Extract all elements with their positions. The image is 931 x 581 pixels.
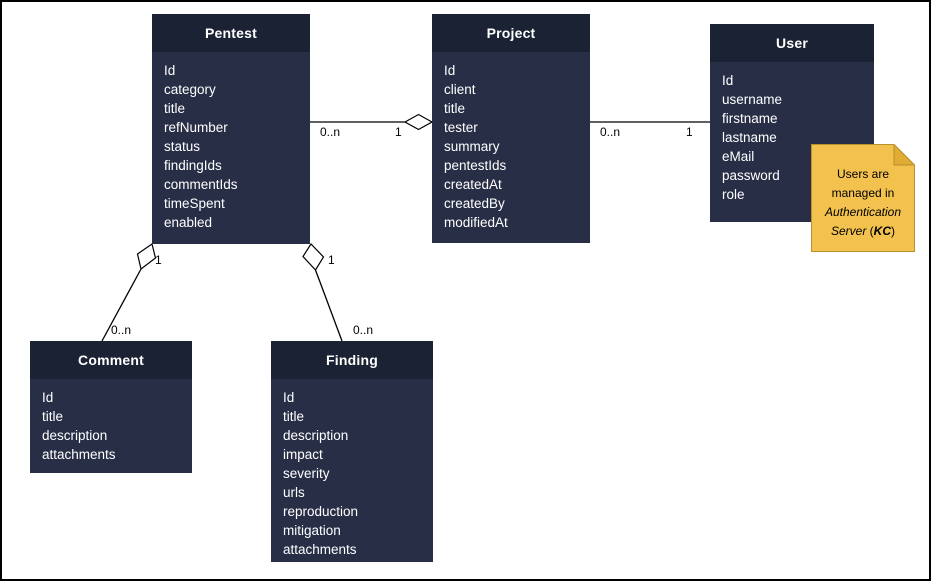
mult-pentest-comment-target: 0..n xyxy=(111,323,132,337)
field: tester xyxy=(444,120,478,135)
mult-pentest-finding-target: 0..n xyxy=(353,323,374,337)
field: enabled xyxy=(164,215,213,230)
mult-pentest-finding-source: 1 xyxy=(328,253,335,267)
field: Id xyxy=(283,390,295,405)
field: reproduction xyxy=(283,504,359,519)
field: title xyxy=(283,409,305,424)
entity-project-title: Project xyxy=(432,14,590,52)
sticky-note-fold-icon xyxy=(893,144,915,166)
entity-project-fields: Id client title tester summary pentestId… xyxy=(432,52,590,241)
aggregation-diamond-project xyxy=(403,113,434,131)
field: Id xyxy=(164,63,176,78)
field: Id xyxy=(444,63,456,78)
entity-comment: Comment Id title description attachments xyxy=(30,341,192,473)
entity-comment-fields: Id title description attachments xyxy=(30,379,192,473)
sticky-note-shape xyxy=(811,144,915,252)
entity-pentest-title: Pentest xyxy=(152,14,310,52)
field: timeSpent xyxy=(164,196,225,211)
entity-user-title: User xyxy=(710,24,874,62)
field: urls xyxy=(283,485,305,500)
field: description xyxy=(283,428,349,443)
field: title xyxy=(42,409,64,424)
sticky-note-text: Users are managed in Authentication Serv… xyxy=(824,167,902,238)
field: createdBy xyxy=(444,196,505,211)
aggregation-diamond-pentest-right xyxy=(302,243,325,271)
field: role xyxy=(722,187,745,202)
mult-pentest-project-target: 1 xyxy=(395,125,402,139)
mult-project-user-source: 0..n xyxy=(600,125,621,139)
field: impact xyxy=(283,447,323,462)
field: attachments xyxy=(42,447,116,462)
field: client xyxy=(444,82,476,97)
edge-pentest-finding xyxy=(314,269,343,342)
entity-finding-title: Finding xyxy=(271,341,433,379)
field: pentestIds xyxy=(444,158,507,173)
field: category xyxy=(164,82,216,97)
entity-finding-fields: Id title description impact severity url… xyxy=(271,379,433,568)
field: summary xyxy=(444,139,500,154)
field: modifiedAt xyxy=(444,215,508,230)
field: attachments xyxy=(283,542,357,557)
entity-finding: Finding Id title description impact seve… xyxy=(271,341,433,562)
entity-pentest: Pentest Id category title refNumber stat… xyxy=(152,14,310,244)
field: eMail xyxy=(722,149,755,164)
field: createdAt xyxy=(444,177,502,192)
entity-pentest-fields: Id category title refNumber status findi… xyxy=(152,52,310,241)
field: password xyxy=(722,168,780,183)
field: title xyxy=(164,101,186,116)
aggregation-diamond-pentest-left xyxy=(136,243,157,271)
field: title xyxy=(444,101,466,116)
field: severity xyxy=(283,466,330,481)
mult-project-user-target: 1 xyxy=(686,125,693,139)
entity-comment-title: Comment xyxy=(30,341,192,379)
entity-user-fields: Id username firstname lastname eMail pas… xyxy=(710,62,874,213)
field: Id xyxy=(42,390,54,405)
field: refNumber xyxy=(164,120,228,135)
entity-project: Project Id client title tester summary p… xyxy=(432,14,590,243)
field: status xyxy=(164,139,201,154)
field: commentIds xyxy=(164,177,238,192)
field: findingIds xyxy=(164,158,222,173)
field: mitigation xyxy=(283,523,341,538)
sticky-note: Users are managed in Authentication Serv… xyxy=(811,144,915,252)
field: description xyxy=(42,428,108,443)
field: firstname xyxy=(722,111,778,126)
field: Id xyxy=(722,73,734,88)
mult-pentest-comment-source: 1 xyxy=(155,253,162,267)
mult-pentest-project-source: 0..n xyxy=(320,125,341,139)
field: username xyxy=(722,92,783,107)
field: lastname xyxy=(722,130,777,145)
